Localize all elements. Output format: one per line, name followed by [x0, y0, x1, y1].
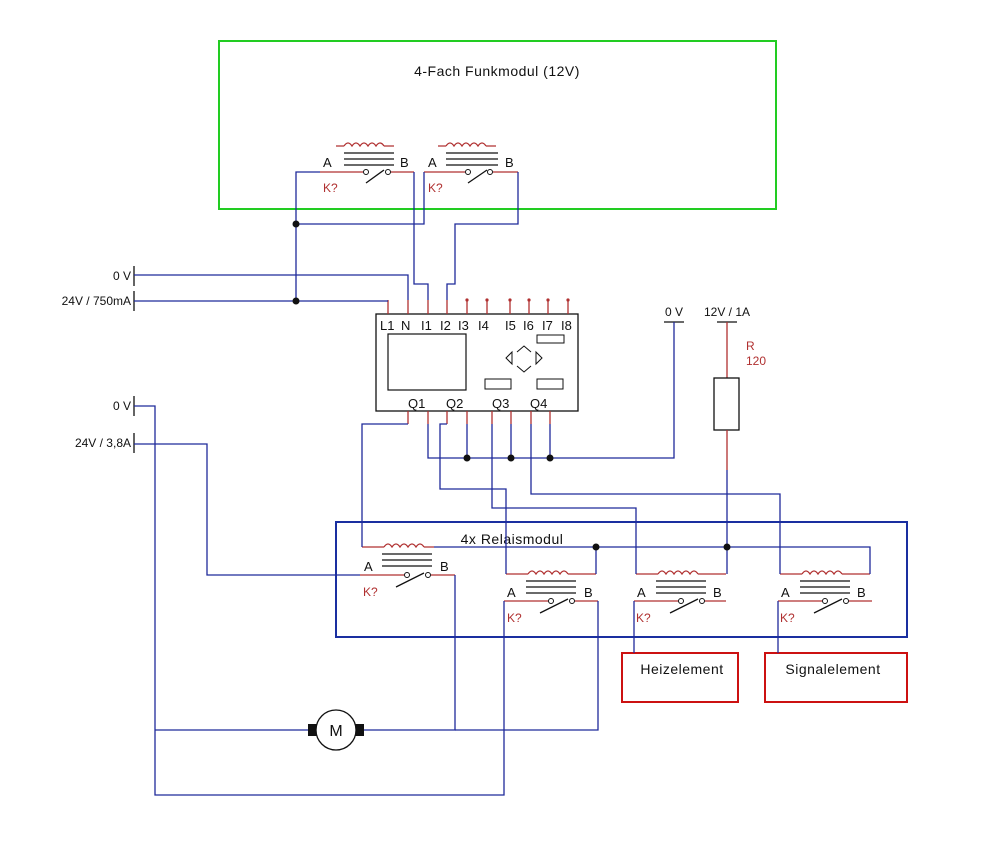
controller-input-l1: L1	[380, 318, 394, 333]
motor-symbol: M	[329, 723, 342, 740]
controller-input-i4: I4	[478, 318, 489, 333]
signal-load: Signalelement	[764, 652, 908, 703]
output-relay-4-reference: K?	[780, 611, 795, 625]
controller-output-q2: Q2	[446, 396, 463, 411]
controller-esc-button	[484, 378, 512, 390]
resistor-name: R	[746, 339, 755, 353]
controller-input-pins	[387, 300, 569, 314]
output-relay-1: A B K?	[360, 543, 455, 599]
output-relay-1-contact-b: B	[440, 559, 449, 574]
output-relay-3-reference: K?	[636, 611, 651, 625]
controller-input-pin-tips	[465, 298, 570, 302]
radio-relay-1-contact-b: B	[400, 155, 409, 170]
relay-module-title: 4x Relaismodul	[461, 531, 564, 547]
controller-ok-button	[536, 378, 564, 390]
output-relay-4-contact-b: B	[857, 585, 866, 600]
supply-motor-24v: 24V / 3,8A	[75, 436, 131, 450]
output-relay-4-contact-a: A	[781, 585, 790, 600]
controller-output-q3: Q3	[492, 396, 509, 411]
controller-input-i8: I8	[561, 318, 572, 333]
supply-logic-24v: 24V / 750mA	[62, 294, 131, 308]
logic-controller: L1 N I1 I2 I3 I4 I5 I6 I7 I8 Q1 Q2 Q3 Q4	[375, 313, 579, 412]
output-relay-3: A B K?	[634, 570, 726, 625]
supply-logic-0v: 0 V	[113, 269, 131, 283]
output-relay-3-contact-a: A	[637, 585, 646, 600]
output-relay-1-reference: K?	[363, 585, 378, 599]
controller-input-i5: I5	[505, 318, 516, 333]
radio-relay-2: A B K?	[424, 142, 518, 195]
controller-output-q4: Q4	[530, 396, 547, 411]
resistor-value: 120	[746, 354, 766, 368]
output-relay-2-contact-b: B	[584, 585, 593, 600]
radio-relay-2-contact-b: B	[505, 155, 514, 170]
supply-motor-0v: 0 V	[113, 399, 131, 413]
controller-input-i1: I1	[421, 318, 432, 333]
output-relay-2-contact-a: A	[507, 585, 516, 600]
signal-label: Signalelement	[785, 661, 880, 677]
motor: M	[308, 709, 364, 751]
radio-module-frame	[218, 40, 777, 210]
output-relay-4: A B K?	[778, 570, 872, 625]
controller-input-i3: I3	[458, 318, 469, 333]
supply-terminals: 0 V 24V / 750mA 0 V 24V / 3,8A 0 V 12V /…	[62, 266, 750, 453]
wire-junctions	[292, 220, 731, 551]
output-relay-1-contact-a: A	[364, 559, 373, 574]
controller-output-q1: Q1	[408, 396, 425, 411]
supply-out-12v: 12V / 1A	[704, 305, 750, 319]
radio-relay-1: A B K?	[320, 142, 414, 195]
relay-module-frame	[335, 521, 908, 638]
radio-relay-1-contact-a: A	[323, 155, 332, 170]
resistor: R 120	[713, 322, 766, 470]
controller-display	[387, 333, 467, 391]
wiring	[134, 171, 871, 796]
controller-input-n: N	[401, 318, 410, 333]
output-relay-2-reference: K?	[507, 611, 522, 625]
controller-input-i6: I6	[523, 318, 534, 333]
supply-out-0v: 0 V	[665, 305, 683, 319]
heater-load: Heizelement	[621, 652, 739, 703]
radio-relay-2-contact-a: A	[428, 155, 437, 170]
controller-input-i7: I7	[542, 318, 553, 333]
heater-label: Heizelement	[640, 661, 723, 677]
output-relay-2: A B K?	[504, 570, 598, 625]
controller-output-pins	[407, 411, 551, 424]
controller-arrow-keys-icon	[505, 345, 543, 373]
radio-module-title: 4-Fach Funkmodul (12V)	[414, 63, 580, 79]
controller-indicator	[536, 334, 565, 344]
radio-relay-1-reference: K?	[323, 181, 338, 195]
output-relay-3-contact-b: B	[713, 585, 722, 600]
radio-relay-2-reference: K?	[428, 181, 443, 195]
controller-input-i2: I2	[440, 318, 451, 333]
